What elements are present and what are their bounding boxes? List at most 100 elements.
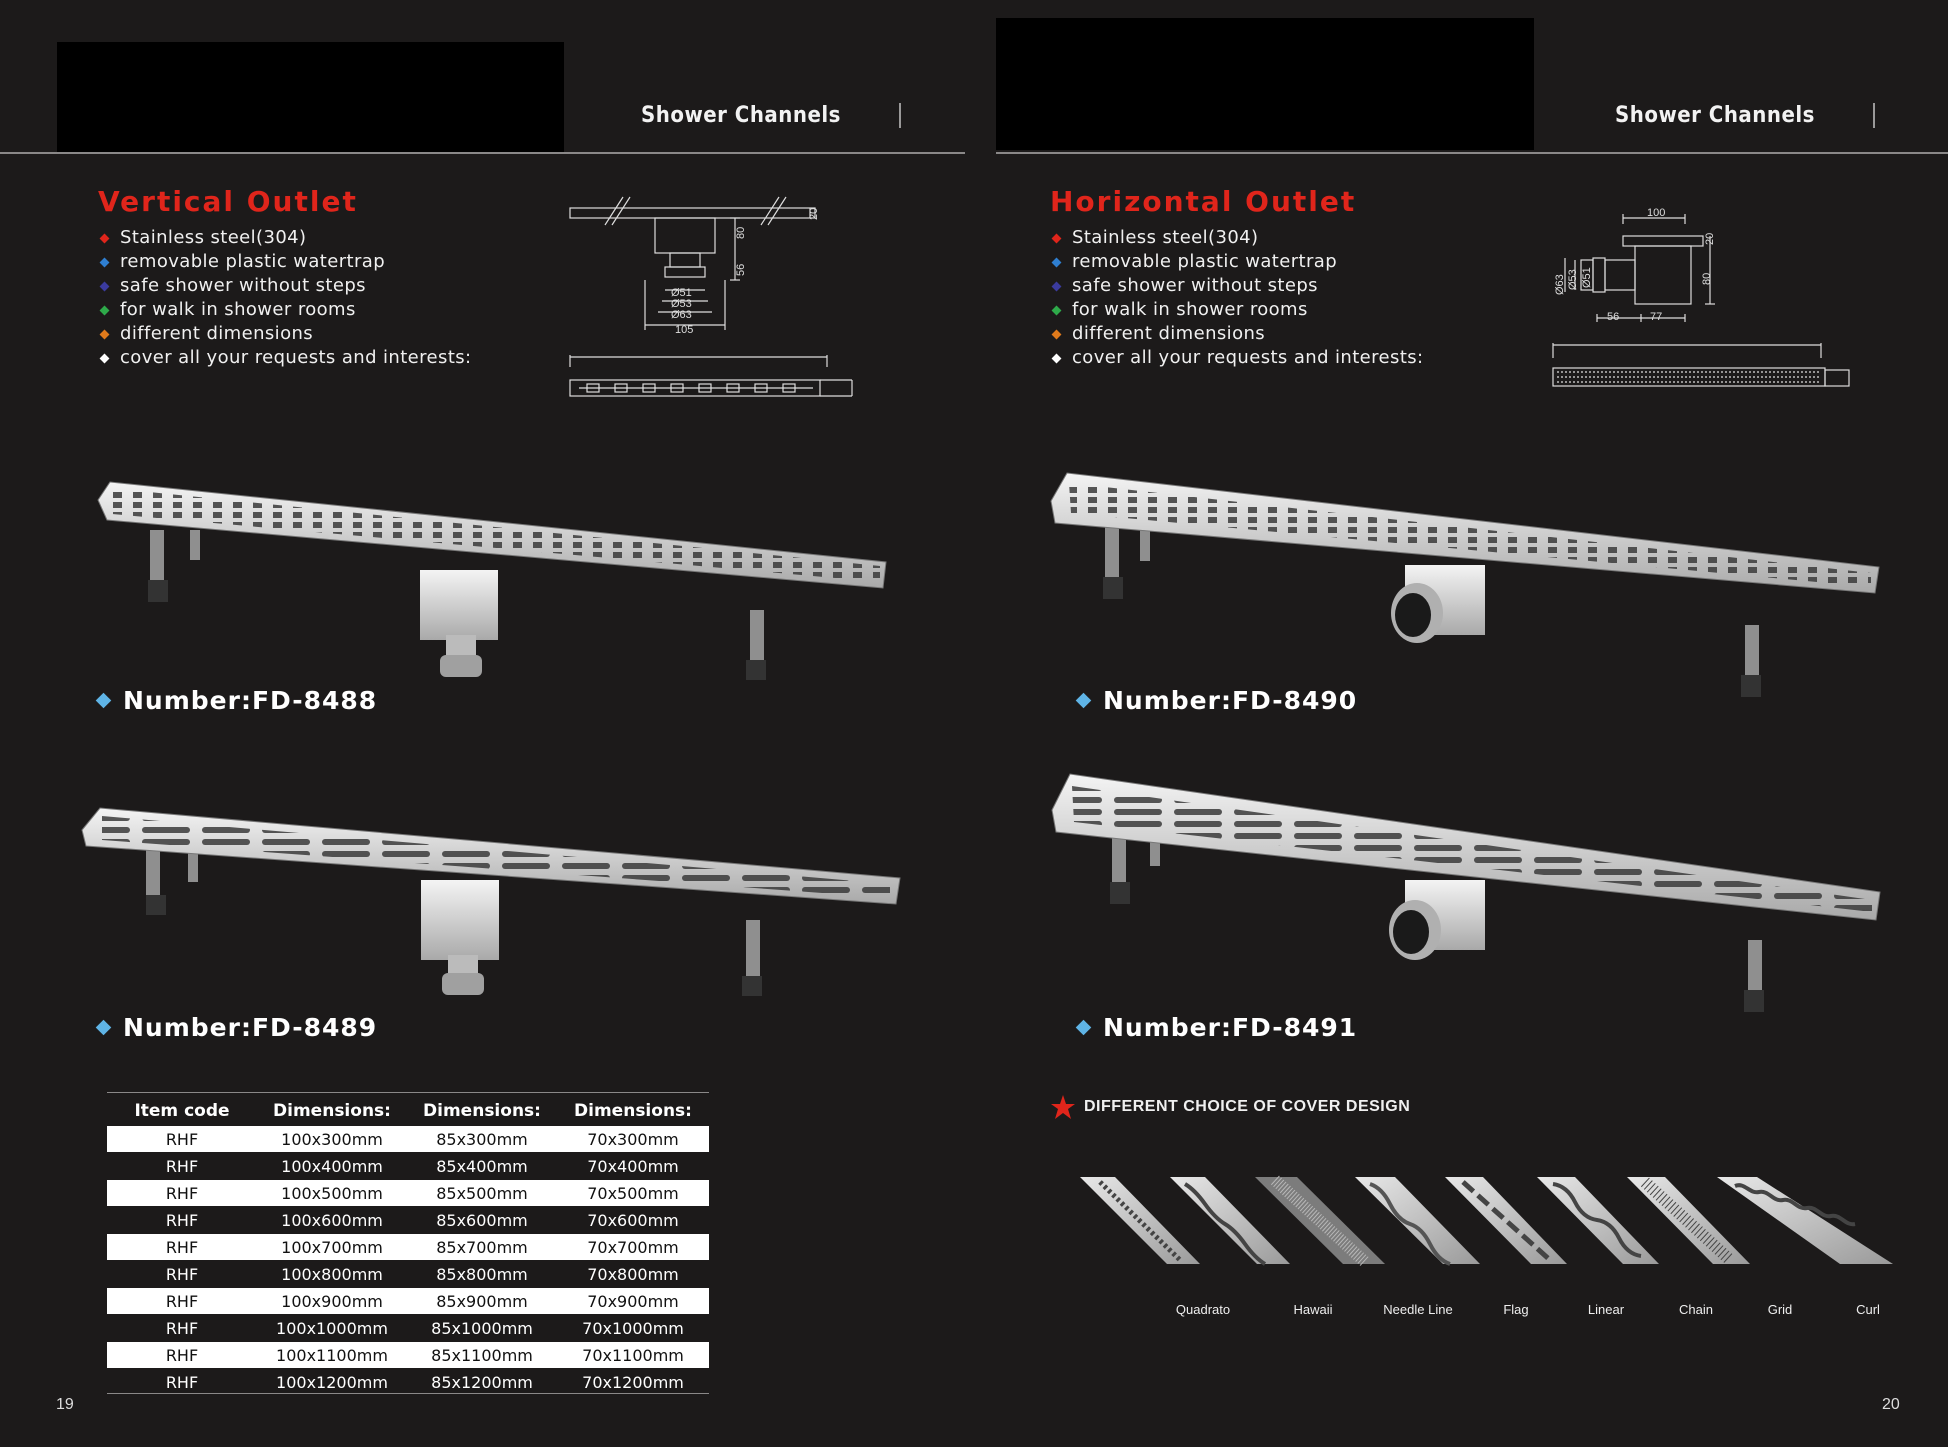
vertical-outlet-title: Vertical Outlet [98,185,358,218]
dimensions-table: Item code Dimensions: Dimensions: Dimens… [107,1096,709,1396]
table-header: Item code [134,1101,230,1121]
cover-quadrato [1080,1177,1200,1264]
table-bottom-rule [107,1393,709,1394]
horizontal-outlet-title: Horizontal Outlet [1050,185,1357,218]
svg-text:Ø63: Ø63 [1554,274,1566,295]
diamond-bullet-icon [95,1019,112,1036]
product-image-fd8488 [97,481,887,680]
feature-item: removable plastic watertrap [98,250,472,274]
cover-grid [1627,1177,1750,1265]
svg-text:Ø51: Ø51 [671,287,692,299]
cover-designs-strip [1080,1175,1893,1267]
table-header: Dimensions: [574,1101,692,1121]
bullet-icon [1051,233,1062,243]
feature-item: Stainless steel(304) [98,226,472,250]
product-image-fd8490 [1050,472,1880,697]
feature-item: safe shower without steps [1050,274,1424,298]
bullet-icon [99,257,110,267]
cover-hawaii [1170,1177,1290,1266]
feature-item: cover all your requests and interests: [1050,346,1424,370]
feature-item: different dimensions [1050,322,1424,346]
cover-label-quadrato: Quadrato [1175,1302,1231,1317]
svg-text:80: 80 [1701,273,1713,285]
cover-flag [1355,1177,1480,1266]
left-header-divider [899,103,901,128]
right-header-rule [996,152,1948,154]
diamond-bullet-icon [1075,692,1092,709]
diamond-bullet-icon [95,692,112,709]
cover-chain [1537,1177,1659,1264]
product-number-fd8491: Number:FD-8491 [1075,1013,1357,1042]
svg-text:Ø63: Ø63 [671,309,692,321]
svg-text:20: 20 [808,208,820,220]
cover-label-flag: Flag [1503,1302,1529,1317]
svg-text:20: 20 [1704,233,1716,245]
feature-item: removable plastic watertrap [1050,250,1424,274]
cover-curl [1717,1177,1893,1264]
diamond-bullet-icon [1075,1019,1092,1036]
bullet-icon [1051,257,1062,267]
product-number-fd8488: Number:FD-8488 [95,686,377,715]
feature-item: for walk in shower rooms [1050,298,1424,322]
red-star-icon [1051,1095,1075,1119]
feature-item: safe shower without steps [98,274,472,298]
feature-item: cover all your requests and interests: [98,346,472,370]
svg-text:105: 105 [675,324,693,336]
left-header-rule [0,152,965,154]
cover-choice-heading: DIFFERENT CHOICE OF COVER DESIGN [1050,1094,1410,1120]
bullet-icon [1051,329,1062,339]
product-number-fd8489: Number:FD-8489 [95,1013,377,1042]
horizontal-outlet-drawing: 100 56 77 80 20 Ø63 Ø53 Ø51 [1552,207,1850,387]
feature-item: different dimensions [98,322,472,346]
svg-text:56: 56 [1607,311,1619,323]
svg-text:Ø53: Ø53 [671,298,692,310]
right-header-divider [1873,103,1875,128]
product-image-fd8491 [1051,773,1881,1012]
bullet-icon [99,329,110,339]
left-header-block [57,42,564,152]
left-header-title: Shower Channels [641,103,841,128]
bullet-icon [99,305,110,315]
feature-item: Stainless steel(304) [1050,226,1424,250]
cover-label-linear: Linear [1587,1302,1625,1317]
bullet-icon [99,233,110,243]
product-number-fd8490: Number:FD-8490 [1075,686,1357,715]
cover-linear [1445,1177,1567,1264]
left-page-number: 19 [56,1396,74,1413]
right-header-title: Shower Channels [1615,103,1815,128]
svg-text:80: 80 [735,227,747,239]
vertical-outlet-drawing: Ø51 Ø53 Ø63 105 80 56 20 [569,196,853,397]
svg-text:100: 100 [1647,207,1665,219]
bullet-icon [1051,281,1062,291]
vertical-feature-list: Stainless steel(304) removable plastic w… [98,226,472,370]
table-header: Dimensions: [423,1101,541,1121]
bullet-icon [99,353,110,363]
product-image-fd8489 [81,807,901,996]
cover-label-hawaii: Hawaii [1293,1302,1333,1317]
right-page-number: 20 [1882,1396,1900,1413]
bullet-icon [1051,305,1062,315]
table-top-rule [107,1092,709,1093]
svg-text:Ø51: Ø51 [1581,267,1593,288]
feature-item: for walk in shower rooms [98,298,472,322]
svg-text:Ø53: Ø53 [1567,269,1579,290]
cover-label-chain: Chain [1679,1302,1713,1317]
table-header: Dimensions: [273,1101,391,1121]
cover-needle-line [1255,1175,1385,1267]
svg-text:56: 56 [735,264,747,276]
cover-label-needle-line: Needle Line [1383,1302,1453,1317]
bullet-icon [99,281,110,291]
horizontal-feature-list: Stainless steel(304) removable plastic w… [1050,226,1424,370]
cover-label-grid: Grid [1767,1302,1793,1317]
cover-label-curl: Curl [1856,1302,1880,1317]
